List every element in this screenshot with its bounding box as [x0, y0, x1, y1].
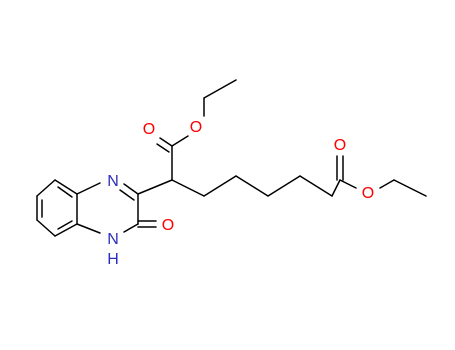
bond — [171, 179, 205, 197]
carbonyl-double-bond — [159, 137, 173, 147]
bond — [137, 179, 173, 195]
oxygen-atom-label: O — [334, 137, 346, 154]
oxygen-atom-label: O — [162, 217, 174, 234]
oxygen-atom-label: O — [143, 121, 155, 138]
bond — [235, 175, 269, 197]
bond — [393, 179, 427, 197]
bond — [54, 223, 78, 237]
bond — [203, 79, 237, 99]
bond — [36, 179, 56, 197]
bond — [331, 179, 341, 197]
bond — [171, 135, 189, 147]
bond — [76, 223, 101, 234]
bond — [299, 175, 333, 197]
bond — [379, 179, 395, 189]
double-bond-inner — [57, 220, 73, 230]
bond — [54, 179, 78, 195]
pyrazinone-ring — [76, 182, 139, 234]
bond — [123, 223, 139, 233]
nitrogen-atom-label: N — [107, 231, 119, 248]
bond — [267, 175, 301, 197]
bond — [36, 219, 56, 237]
bond — [339, 179, 357, 189]
oxygen-atom-label: O — [362, 185, 374, 202]
hydrogen-atom-label: H — [107, 251, 119, 268]
bond — [203, 175, 237, 197]
double-bond — [119, 189, 135, 201]
bond — [123, 183, 139, 195]
double-bond-inner — [57, 186, 73, 198]
nitrogen-atom-label: N — [107, 173, 119, 190]
oxygen-atom-label: O — [190, 119, 202, 136]
carbonyl-double-bond — [156, 143, 170, 153]
benzene-ring — [36, 179, 78, 237]
bond — [76, 182, 101, 195]
